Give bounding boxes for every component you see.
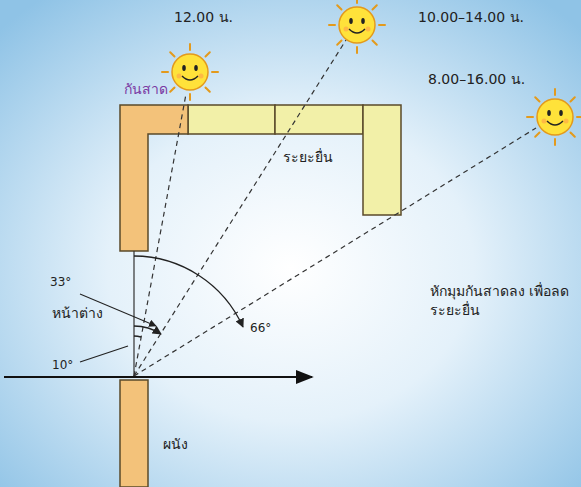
part-name: ผนัง bbox=[163, 435, 188, 454]
awning bbox=[120, 105, 401, 251]
part-name: กันสาด bbox=[124, 80, 168, 99]
time-label: 10.00–14.00 น. bbox=[418, 8, 524, 27]
time-label: 8.00–16.00 น. bbox=[428, 70, 525, 89]
dimension-label: ระยะยื่น bbox=[283, 148, 333, 167]
angle-label: 33° bbox=[50, 274, 71, 290]
wall bbox=[120, 380, 148, 487]
angle-label: 66° bbox=[250, 320, 271, 336]
note: หักมุมกันสาดลง เพื่อลดระยะยื่น bbox=[430, 282, 575, 320]
time-label: 12.00 น. bbox=[174, 8, 233, 27]
ground-arrow bbox=[4, 376, 312, 378]
sun-icon bbox=[329, 0, 385, 53]
sun-icon bbox=[527, 89, 581, 145]
leader-line bbox=[80, 294, 156, 362]
sun-ray bbox=[134, 40, 536, 376]
window-line bbox=[133, 251, 134, 376]
part-name: หน้าต่าง bbox=[52, 304, 103, 323]
angle-arc bbox=[134, 256, 243, 337]
angle-label: 10° bbox=[52, 357, 73, 373]
sun-icon bbox=[162, 44, 218, 100]
